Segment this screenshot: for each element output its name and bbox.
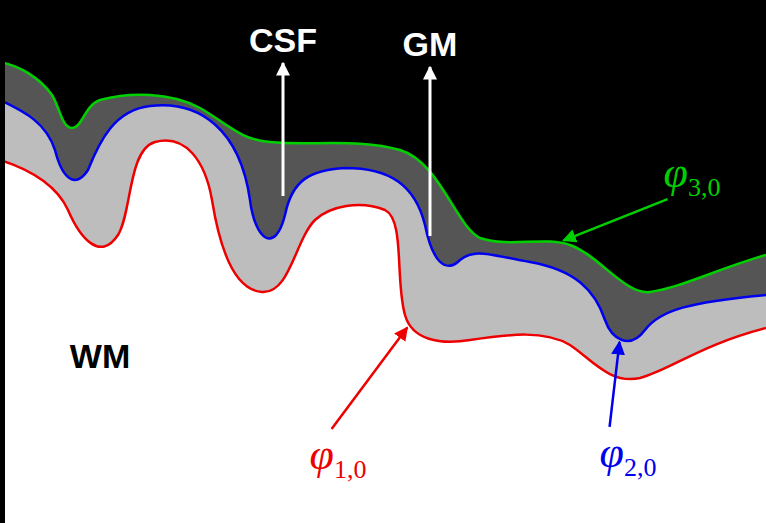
wm-region <box>0 141 766 523</box>
gm-pointer <box>429 67 432 236</box>
phi3-pointer <box>563 199 667 240</box>
gm-region <box>0 100 766 523</box>
phi3-label: φ3,0 <box>664 151 721 201</box>
phi1-label: φ1,0 <box>310 433 367 483</box>
csf-region <box>0 62 766 523</box>
gm-label: GM <box>403 27 458 61</box>
phi2-label: φ2,0 <box>600 431 657 481</box>
phi3-curve <box>0 62 766 292</box>
phi2-curve <box>0 100 766 341</box>
left-border <box>0 0 5 523</box>
phi1-curve <box>0 141 766 380</box>
wm-label: WM <box>70 339 130 373</box>
csf-pointer <box>282 63 285 196</box>
phi1-pointer <box>332 328 408 429</box>
phi2-pointer <box>610 342 620 427</box>
csf-label: CSF <box>249 23 317 57</box>
